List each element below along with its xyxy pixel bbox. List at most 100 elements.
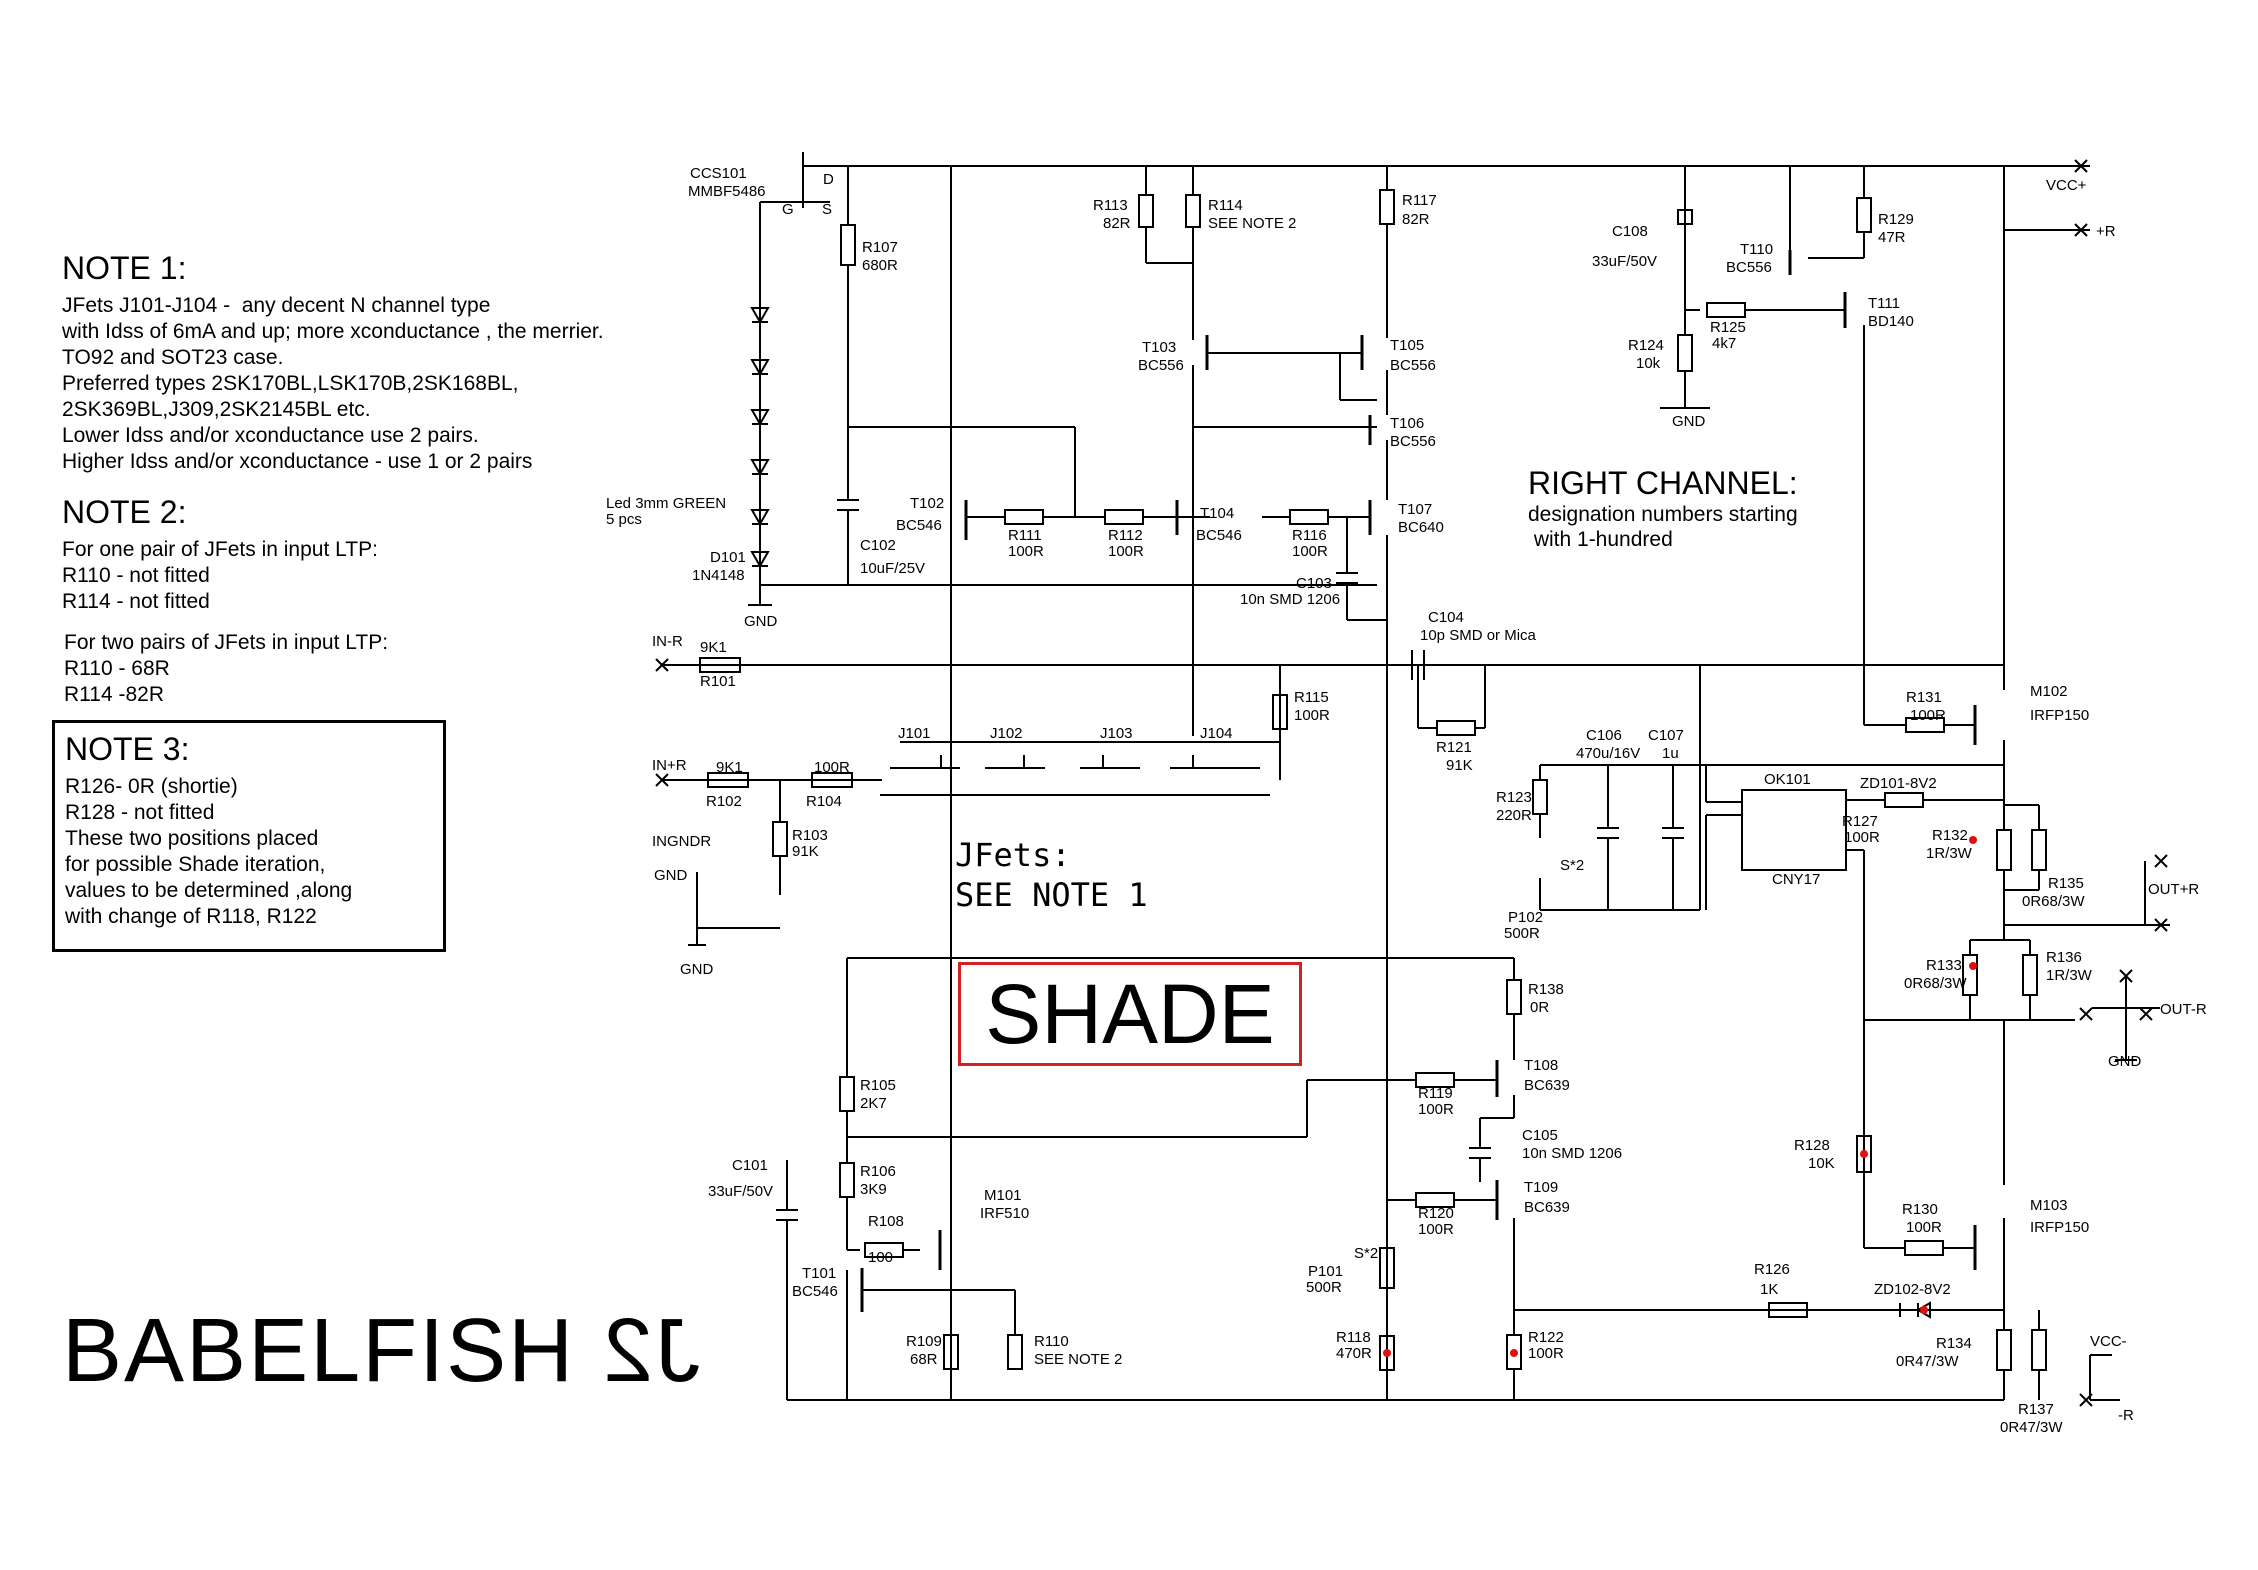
label: R108 [868,1213,904,1230]
note-1-line: Preferred types 2SK170BL,LSK170B,2SK168B… [62,372,519,395]
note-1-line: JFets J101-J104 - any decent N channel t… [62,294,491,317]
note-2-two-pairs: For two pairs of JFets in input LTP: R11… [64,630,388,708]
label: D [823,171,834,188]
note-3-line: These two positions placed [65,827,319,850]
label: M101 [984,1187,1022,1204]
label: GND [1672,413,1706,430]
label: ZD102-8V2 [1874,1281,1951,1298]
note-2-line: R110 - 68R [64,657,170,680]
label: P101 [1308,1263,1343,1280]
label: R105 [860,1077,896,1094]
label: 0R [1530,999,1549,1016]
label: R121 [1436,739,1472,756]
note-1-line: TO92 and SOT23 case. [62,346,284,369]
label: J102 [990,725,1023,742]
label: C102 [860,537,896,554]
label: C105 [1522,1127,1558,1144]
label: T108 [1524,1057,1558,1074]
label: G [782,201,794,218]
label: R136 [2046,949,2082,966]
label: IRFP150 [2030,707,2089,724]
label: 2K7 [860,1095,887,1112]
label: 220R [1496,807,1532,824]
label: R114 [1208,197,1243,214]
label: 10n SMD 1206 [1240,591,1340,608]
note-2-line: For two pairs of JFets in input LTP: [64,631,389,654]
label: 10k [1636,355,1661,372]
label: SEE NOTE 2 [1034,1351,1122,1368]
label: 10K [1808,1155,1835,1172]
label: BC639 [1524,1199,1570,1216]
note-3-line: R126- 0R (shortie) [65,775,238,798]
label: GND [654,867,688,884]
label: BC546 [1196,527,1242,544]
label: 1K [1760,1281,1778,1298]
label: 0R47/3W [2000,1419,2063,1436]
note-2-line: R114 -82R [64,683,164,706]
label: R129 [1878,211,1914,228]
label: R131 [1906,689,1942,706]
label: 470R [1336,1345,1372,1362]
note-3-box: NOTE 3: R126- 0R (shortie) R128 - not fi… [52,720,446,952]
label: GND [744,613,778,630]
label: R124 [1628,337,1664,354]
label: BC640 [1398,519,1444,536]
label: BC556 [1390,433,1436,450]
title-main: BABELFISH [62,1301,576,1401]
label: 10uF/25V [860,560,925,577]
marker-dots [1383,836,1977,1357]
label: BC556 [1390,357,1436,374]
label: R107 [862,239,898,256]
label: INGNDR [652,833,711,850]
label: Led 3mm GREEN [606,495,726,512]
label: GND [2108,1053,2142,1070]
note-3-line: R128 - not fitted [65,801,215,824]
label: 470u/16V [1576,745,1640,762]
label: 82R [1402,211,1430,228]
label: R106 [860,1163,896,1180]
label: C101 [732,1157,768,1174]
note-1-line: Lower Idss and/or xconductance use 2 pai… [62,424,479,447]
label: R109 [906,1333,942,1350]
right-channel-title: RIGHT CHANNEL: [1528,465,1798,501]
right-channel-line: with 1-hundred [1528,528,1673,551]
note-1-title: NOTE 1: [62,250,187,286]
label: 47R [1878,229,1906,246]
label: S*2 [1560,857,1584,874]
device-symbols [860,250,1977,1312]
label: BC639 [1524,1077,1570,1094]
label: 9K1 [716,759,743,776]
label: 100R [1528,1345,1564,1362]
note-2: NOTE 2: For one pair of JFets in input L… [62,494,378,615]
jfets-note-line: SEE NOTE 1 [955,876,1148,914]
label: R103 [792,827,828,844]
note-2-line: R114 - not fitted [62,590,210,613]
label: T102 [910,495,944,512]
label: BC556 [1138,357,1184,374]
label: S [822,201,832,218]
label: T106 [1390,415,1424,432]
label: BC546 [792,1283,838,1300]
label: R117 [1402,192,1437,209]
note-2-line: For one pair of JFets in input LTP: [62,538,378,561]
label: T103 [1142,339,1176,356]
label: R116 [1292,527,1327,544]
label: R110 [1034,1333,1069,1350]
label: M102 [2030,683,2068,700]
label: T104 [1200,505,1234,522]
label: C108 [1612,223,1648,240]
label: T109 [1524,1179,1558,1196]
label: VCC- [2090,1333,2127,1350]
label: 33uF/50V [708,1183,773,1200]
label: R122 [1528,1329,1564,1346]
label: J103 [1100,725,1133,742]
label: R115 [1294,689,1329,706]
label: 100R [1008,543,1044,560]
label: R134 [1936,1335,1972,1352]
note-3-line: values to be determined ,along [65,879,353,902]
label: 91K [792,843,819,860]
label: IN+R [652,757,687,774]
note-1-line: with Idss of 6mA and up; more xconductan… [62,320,604,343]
label: R112 [1108,527,1143,544]
